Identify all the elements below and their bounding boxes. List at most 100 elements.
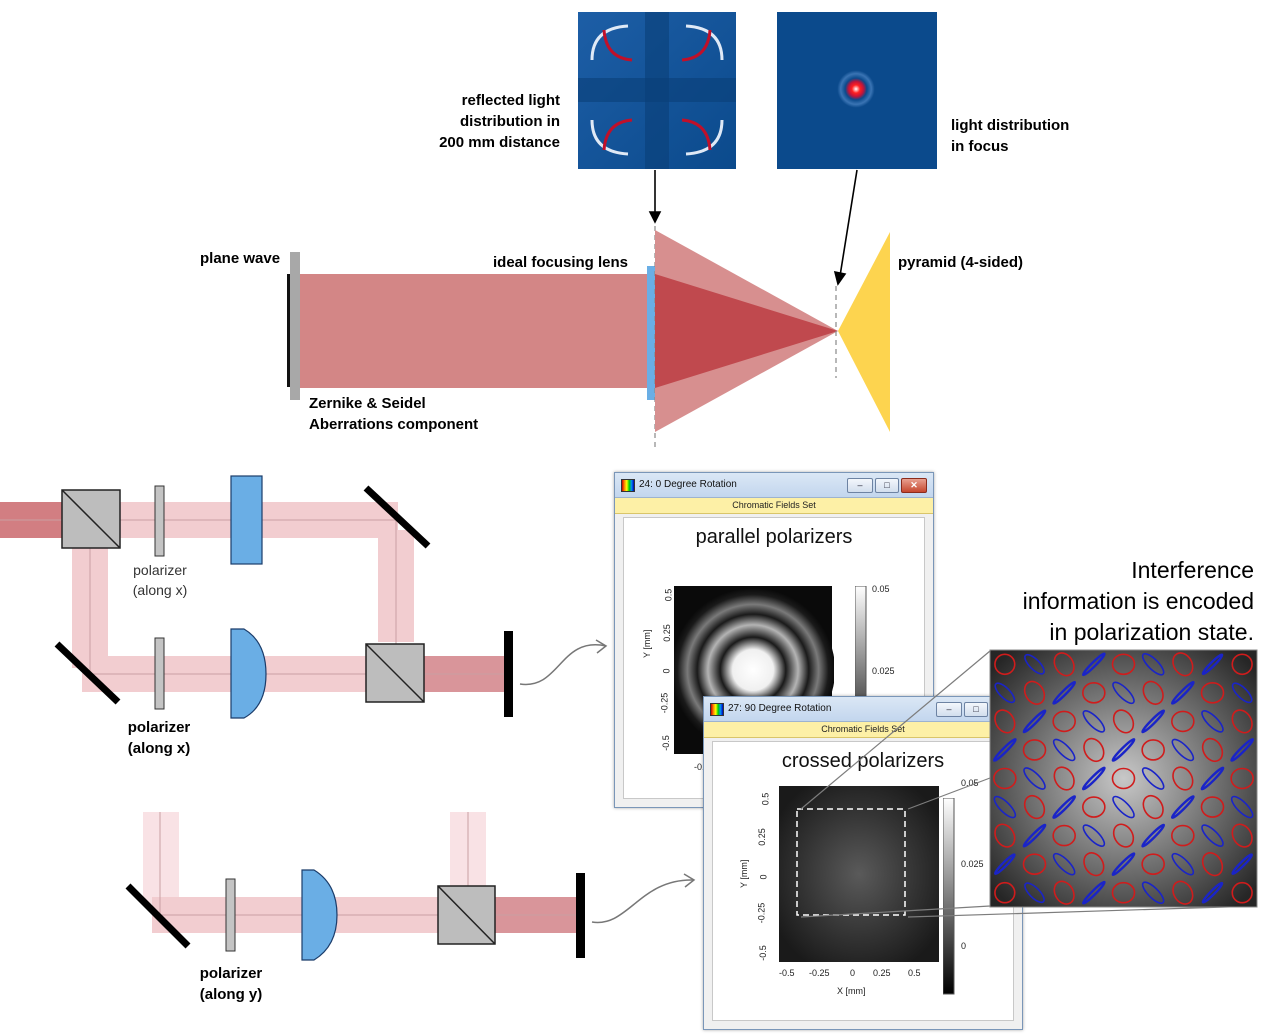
interference-text-line: information is encoded xyxy=(1022,588,1254,614)
lens-label: ideal focusing lens xyxy=(493,254,629,271)
window-title: 27: 90 Degree Rotation xyxy=(728,703,832,714)
pyramid-label: pyramid (4-sided) xyxy=(898,254,1024,271)
maximize-button[interactable]: □ xyxy=(875,478,899,493)
focus-label-line: in focus xyxy=(951,138,1009,155)
polarizer-label-line: (along x) xyxy=(127,740,191,757)
crossed-plot xyxy=(779,786,939,962)
plot-title: parallel polarizers xyxy=(695,526,853,548)
polarization-ellipse xyxy=(1081,652,1106,677)
interferometer-setup xyxy=(0,475,608,719)
polarization-ellipse xyxy=(1024,882,1045,904)
fields-set-bar[interactable]: Chromatic Fields Set xyxy=(615,498,933,514)
polarization-ellipse xyxy=(1231,881,1253,904)
polarization-ellipse xyxy=(1111,767,1136,790)
polarization-ellipse xyxy=(1141,853,1165,875)
polarization-ellipse xyxy=(1171,824,1195,847)
polarization-ellipse xyxy=(994,709,1016,734)
polarization-ellipse xyxy=(1083,737,1105,763)
beam-splitter-icon xyxy=(437,885,496,945)
focusing-lens xyxy=(647,266,655,400)
detector-2 xyxy=(576,873,585,958)
polarization-ellipse xyxy=(994,823,1016,848)
polarization-ellipse xyxy=(1142,680,1164,705)
window-title: 24: 0 Degree Rotation xyxy=(639,479,737,490)
polarization-ellipse xyxy=(1111,852,1136,877)
pyramid xyxy=(838,232,890,432)
polarization-ellipse xyxy=(1141,881,1165,905)
polarization-ellipse xyxy=(1081,880,1106,905)
polarization-ellipses xyxy=(992,652,1255,905)
zernike-label-line: Aberrations component xyxy=(309,416,479,433)
colorbar-tick: 0.05 xyxy=(961,778,979,788)
window-titlebar[interactable]: 27: 90 Degree Rotation – □ xyxy=(704,697,1022,722)
window-crossed[interactable]: 27: 90 Degree Rotation – □ Chromatic Fie… xyxy=(703,696,1023,1030)
colorbar xyxy=(855,586,867,756)
curved-lens-mid xyxy=(230,628,267,719)
polarization-ellipse xyxy=(1231,823,1253,848)
polarization-ellipse xyxy=(1112,709,1135,734)
close-button[interactable]: ✕ xyxy=(901,478,927,493)
polarization-ellipse xyxy=(1200,796,1225,818)
polarizer-label-line: polarizer xyxy=(133,562,187,578)
polarizer-label-line: (along x) xyxy=(132,582,188,598)
polarization-ellipse xyxy=(1024,653,1045,675)
curved-arrow-icon xyxy=(591,879,695,924)
polarization-ellipse xyxy=(1230,795,1254,819)
pointer-arrows xyxy=(648,169,858,286)
polarization-ellipse xyxy=(1022,709,1047,734)
polarization-ellipse xyxy=(1082,796,1106,818)
polarization-ellipse xyxy=(1052,852,1076,876)
polarization-ellipse xyxy=(1231,853,1254,876)
maximize-button[interactable]: □ xyxy=(964,702,988,717)
x-tick: 0 xyxy=(850,968,856,978)
polarization-ellipse xyxy=(1022,739,1047,761)
focus-distribution-image xyxy=(777,12,937,169)
polarization-ellipse xyxy=(994,881,1016,904)
polarization-ellipse xyxy=(1111,738,1136,762)
curved-lens-bottom xyxy=(301,869,338,961)
polarization-ellipse xyxy=(994,682,1016,704)
polarization-ellipse xyxy=(1201,824,1224,847)
window-titlebar[interactable]: 24: 0 Degree Rotation – □ ✕ xyxy=(615,473,933,498)
polarization-ellipse xyxy=(1053,880,1075,905)
reflected-distribution-image xyxy=(578,12,736,169)
beam-splitter-icon xyxy=(61,489,121,549)
window-parallel[interactable]: 24: 0 Degree Rotation – □ ✕ Chromatic Fi… xyxy=(614,472,934,808)
polarization-ellipse xyxy=(1111,653,1136,676)
polarizer-label-line: polarizer xyxy=(127,719,191,736)
mirror-bottom-left xyxy=(54,641,121,705)
polarization-ellipse xyxy=(994,653,1016,676)
polarization-ellipse xyxy=(1023,767,1046,790)
polarization-ellipse xyxy=(993,853,1016,876)
polarizer-mid-label: polarizer (along x) xyxy=(109,717,209,759)
polarization-ellipse xyxy=(1172,880,1194,905)
polarization-ellipse xyxy=(1141,767,1165,790)
polarization-ellipse xyxy=(993,795,1017,819)
zernike-label-line: Zernike & Seidel xyxy=(309,395,426,412)
fields-set-bar[interactable]: Chromatic Fields Set xyxy=(704,722,1022,738)
x-tick: -0.25 xyxy=(809,968,830,978)
polarization-ellipse xyxy=(1201,653,1224,676)
zernike-component xyxy=(290,252,300,400)
polarization-ellipse xyxy=(1053,652,1075,677)
focus-label: light distribution in focus xyxy=(951,115,1151,157)
reflected-label-line: reflected light xyxy=(461,92,560,109)
polarization-ellipse xyxy=(1023,794,1046,820)
minimize-button[interactable]: – xyxy=(936,702,962,717)
polarization-ellipse xyxy=(1230,767,1254,790)
polarization-ellipse xyxy=(1170,795,1195,819)
x-tick: 0.25 xyxy=(873,968,891,978)
polarization-ellipse xyxy=(992,738,1017,762)
colorbar-tick: 0.05 xyxy=(872,584,890,594)
polarization-ellipse xyxy=(1052,824,1076,847)
zoom-region xyxy=(796,808,906,916)
polarizer-bottom xyxy=(225,878,236,952)
colorbar-tick: 0.025 xyxy=(872,666,895,676)
colorbar xyxy=(943,798,955,995)
minimize-button[interactable]: – xyxy=(847,478,873,493)
polarization-ellipse xyxy=(1111,881,1136,904)
reflected-label: reflected light distribution in 200 mm d… xyxy=(400,90,560,153)
polarization-ellipse xyxy=(1141,709,1166,734)
